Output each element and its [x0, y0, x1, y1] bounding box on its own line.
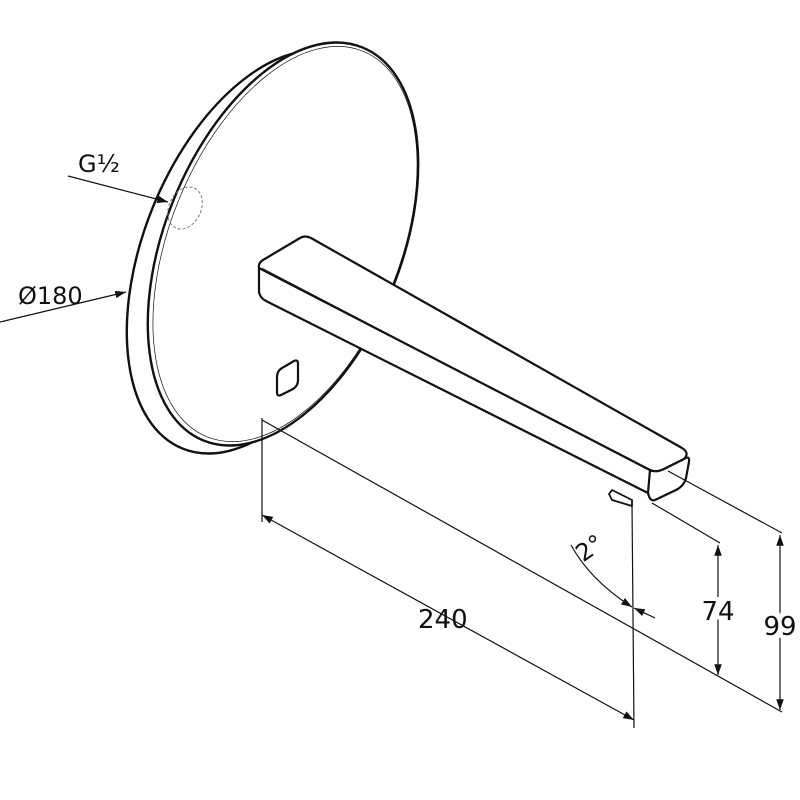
height-total-label: 99 [763, 612, 796, 642]
ext-line-outlet-top [651, 502, 721, 544]
sensor-window-icon [275, 359, 300, 397]
spout-aerator [608, 489, 633, 507]
ext-line-spout-top [667, 470, 783, 534]
spout-front-face [646, 456, 691, 502]
diameter-label: Ø180 [18, 282, 83, 310]
spout [257, 235, 691, 507]
angle-arrow-right [633, 607, 656, 619]
dimensions [0, 175, 784, 729]
length-label: 240 [418, 605, 468, 635]
height-outlet-label: 74 [701, 597, 734, 627]
spout-edge-highlight [261, 267, 653, 473]
diameter-leader [0, 290, 127, 323]
mounting-base-line [261, 419, 783, 713]
wall-plate [125, 41, 420, 455]
thread-label: G½ [78, 150, 120, 178]
length-dimension-line [261, 514, 635, 721]
ext-line-outlet [631, 504, 635, 729]
angle-label: 2° [571, 529, 609, 568]
g-half-leader [67, 175, 169, 203]
angle-arc [570, 544, 633, 608]
